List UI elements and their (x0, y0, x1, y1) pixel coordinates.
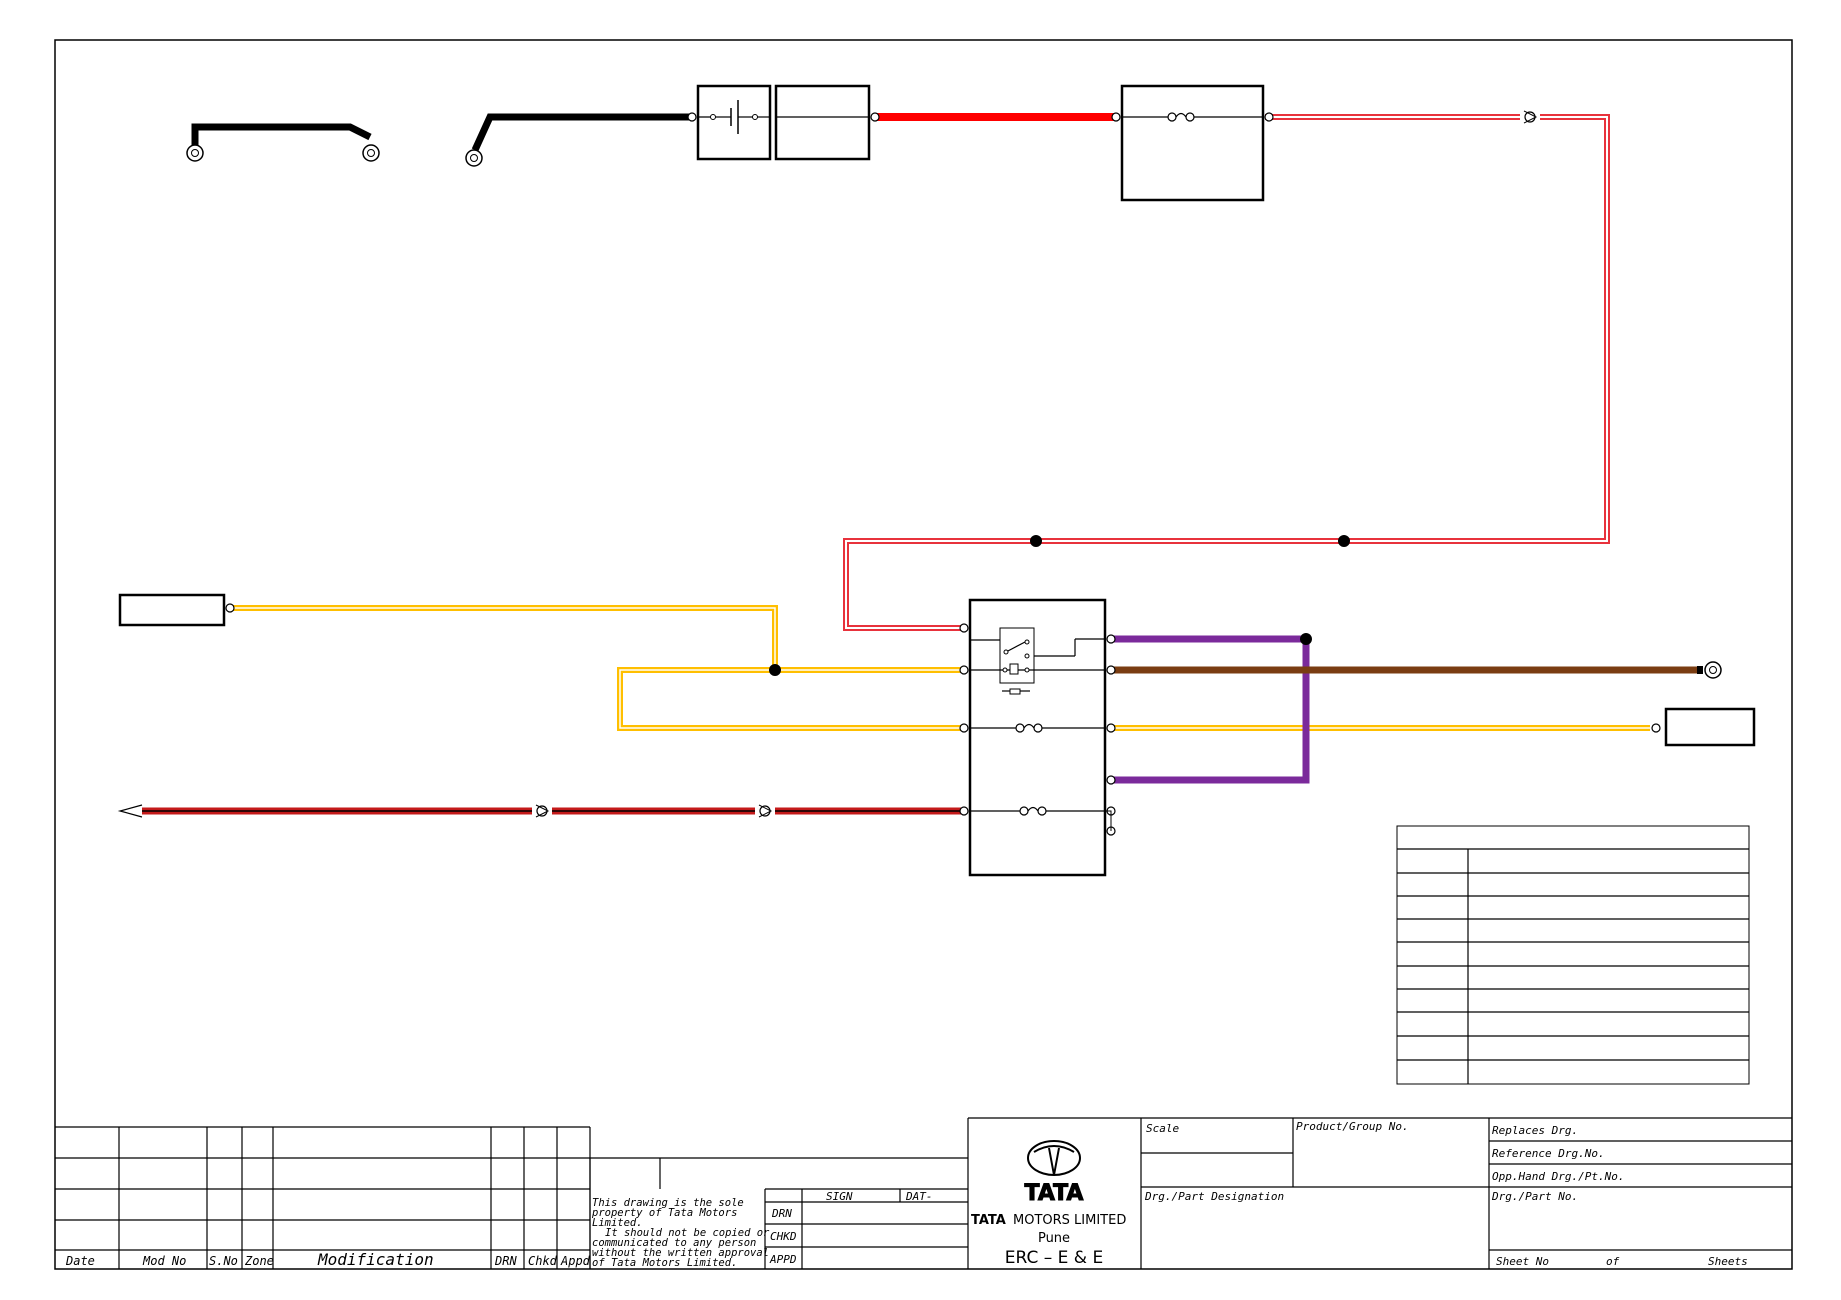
of-label: of (1606, 1255, 1620, 1268)
splice-node (769, 664, 781, 676)
sign-appd-label: APPD (769, 1253, 797, 1266)
header-s-no: S.No (209, 1254, 238, 1268)
date-header: DAT- (905, 1190, 933, 1203)
scale-label: Scale (1146, 1122, 1179, 1135)
splice-node (1030, 535, 1042, 547)
brand-word: TATA (971, 1213, 1006, 1228)
company-dept: ERC – E & E (1005, 1248, 1103, 1268)
fuse-box-component (1120, 84, 1265, 202)
header-drn: DRN (494, 1254, 517, 1268)
terminal-icon (1264, 112, 1274, 122)
company-name: MOTORS LIMITED (1013, 1213, 1126, 1228)
terminal-icon (687, 112, 697, 122)
ring-terminal-icon (1697, 661, 1722, 679)
wire-arrow-icon (117, 804, 143, 818)
notice-line: of Tata Motors Limited. (592, 1257, 737, 1269)
splice-node (1338, 535, 1350, 547)
yellow-wires (232, 605, 1650, 731)
sign-chkd-label: CHKD (770, 1230, 797, 1243)
header-chkd: Chkd (528, 1254, 558, 1268)
inline-connector-icon (535, 804, 550, 818)
sign-drn-label: DRN (771, 1207, 792, 1220)
notice-line: property of Tata Motors (591, 1207, 737, 1219)
relay-icon (970, 627, 1105, 695)
notice-line: Limited. (592, 1217, 643, 1229)
left-load-box (118, 593, 226, 627)
notice-line: This drawing is the sole (592, 1197, 744, 1209)
company-city: Pune (1038, 1231, 1070, 1246)
parts-table (1396, 825, 1750, 1085)
drawing-info-grid (1141, 1118, 1792, 1269)
opp-hand-label: Opp.Hand Drg./Pt.No. (1492, 1170, 1624, 1183)
tata-logo-icon (1027, 1140, 1081, 1176)
fuse-icon (1027, 806, 1039, 812)
terminal-icon (959, 623, 1116, 836)
inline-connector-icon (758, 804, 773, 818)
header-date: Date (65, 1254, 95, 1268)
wires (140, 113, 1700, 815)
designation-label: Drg./Part Designation (1144, 1190, 1284, 1203)
notice-line: without the written approval (592, 1247, 769, 1259)
purple-wire (1112, 635, 1310, 784)
terminal-icon (1111, 112, 1121, 122)
sheets-label: Sheets (1708, 1255, 1748, 1268)
modification-table (55, 1126, 968, 1269)
fuse-icon (1175, 112, 1187, 118)
relay-fuse-box-component (968, 598, 1107, 877)
notice-block (589, 1158, 968, 1269)
right-load-box (1664, 707, 1756, 747)
reference-label: Reference Drg.No. (1492, 1147, 1605, 1160)
battery-component (696, 84, 772, 161)
battery-ground-cable (471, 113, 692, 152)
header-appd: Appd (560, 1254, 591, 1268)
drawing-border (54, 39, 1793, 1270)
sheet-no-label: Sheet No (1496, 1255, 1549, 1268)
inline-connector-icon (1523, 110, 1538, 124)
terminal-icon (225, 603, 235, 613)
terminal-icon (870, 112, 880, 122)
ring-terminal-icon (362, 144, 380, 162)
ring-terminal-icon (465, 149, 483, 167)
connector-box (774, 84, 871, 161)
splice-node (1300, 633, 1312, 645)
sign-header: SIGN (826, 1190, 853, 1203)
header-zone: Zone (244, 1254, 274, 1268)
header-modification: Modification (317, 1250, 434, 1269)
notice-line: communicated to any person (592, 1237, 756, 1249)
company-block (967, 1117, 1792, 1269)
header-mod-no: Mod No (142, 1254, 186, 1268)
replaces-label: Replaces Drg. (1492, 1124, 1578, 1137)
product-group-label: Product/Group No. (1296, 1120, 1409, 1133)
ring-terminal-icon (186, 144, 204, 162)
red-feed-wire (843, 114, 1610, 631)
notice-line: It should not be copied or (605, 1227, 770, 1239)
fuse-icon (1023, 723, 1035, 729)
ground-strap-wire (191, 123, 372, 145)
logo-word: TATA (1025, 1181, 1084, 1206)
terminal-icon (1651, 723, 1661, 733)
part-no-label: Drg./Part No. (1491, 1190, 1578, 1203)
